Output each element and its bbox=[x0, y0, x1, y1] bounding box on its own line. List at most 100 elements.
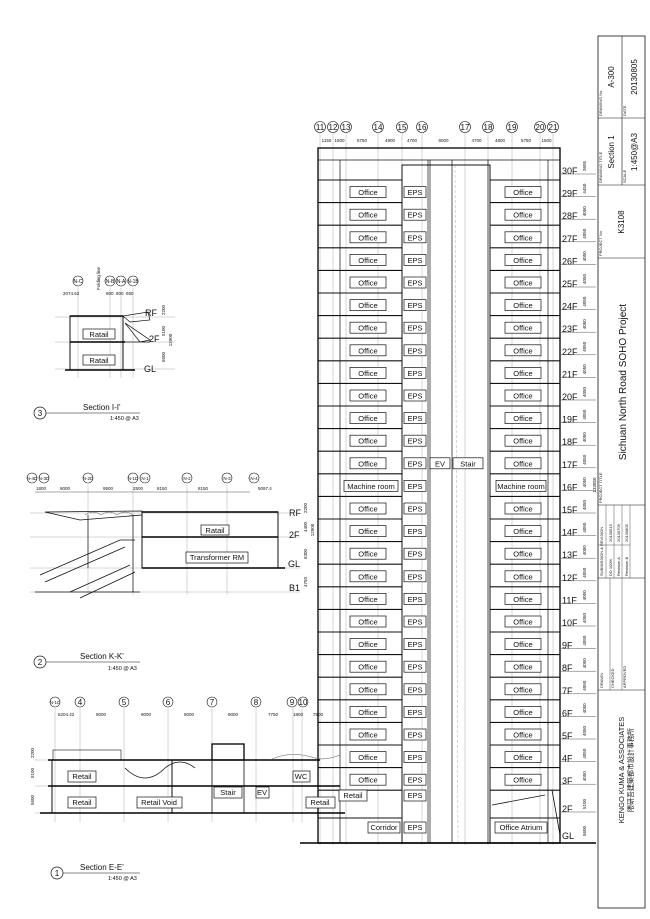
level-label: 12F bbox=[562, 573, 578, 583]
dimension: 9000 bbox=[60, 486, 71, 491]
project-title: Sichuan North Road SOHO Project bbox=[618, 304, 629, 460]
level-label: GL bbox=[288, 559, 300, 569]
dimension: 4400 bbox=[303, 521, 308, 532]
grid-bubble: N-1D bbox=[128, 476, 139, 481]
room-label: EPS bbox=[407, 618, 422, 627]
room-box bbox=[349, 547, 387, 560]
grid-bubble: 7 bbox=[210, 698, 215, 707]
room-box bbox=[452, 457, 484, 470]
room-box bbox=[403, 638, 427, 650]
level-label: 16F bbox=[562, 482, 578, 492]
room-box bbox=[349, 638, 387, 650]
grid-bubble: 9 bbox=[290, 698, 295, 707]
section-scale: 1:450 @ A3 bbox=[110, 416, 139, 422]
atrium-glazing bbox=[491, 789, 561, 836]
grid-bubble: N-1 bbox=[141, 476, 149, 481]
room-label: EPS bbox=[407, 663, 422, 672]
room-box bbox=[504, 615, 542, 628]
room-label: EPS bbox=[407, 188, 422, 197]
room-label: Office bbox=[358, 685, 377, 694]
dimension: 5750 bbox=[521, 138, 532, 143]
room-label: Office bbox=[513, 279, 532, 288]
level-label: 7F bbox=[562, 686, 573, 696]
drawing-title-label: DRAWING TITLE bbox=[598, 152, 603, 183]
grid-bubble: N-2 bbox=[183, 476, 191, 481]
room-label: EPS bbox=[407, 685, 422, 694]
room-box bbox=[403, 502, 427, 515]
room-box bbox=[349, 751, 387, 763]
room-box bbox=[367, 821, 401, 834]
dimension: 800 bbox=[116, 291, 124, 296]
room-label: Office bbox=[358, 256, 377, 265]
dimension: 4050 bbox=[582, 703, 587, 714]
grid-bubble: N-3 bbox=[223, 476, 231, 481]
room-box bbox=[349, 412, 387, 424]
room-label: Office bbox=[513, 392, 532, 401]
dimension: 1500 bbox=[334, 138, 345, 143]
grid-bubble: 8 bbox=[254, 698, 259, 707]
grid-bubble: N-1B bbox=[127, 279, 139, 285]
grid-bubble: 14 bbox=[374, 123, 383, 132]
room-label: Office bbox=[513, 459, 532, 468]
level-label: 2F bbox=[289, 530, 300, 540]
scale: 1:450@A3 bbox=[630, 132, 639, 170]
drawn-label: DRAWN bbox=[599, 673, 604, 688]
room-box bbox=[504, 412, 542, 424]
grid-bubble: N-4 bbox=[250, 476, 258, 481]
revision-name: Revision A bbox=[616, 557, 621, 576]
room-label: Retail bbox=[72, 798, 92, 807]
room-label: Office bbox=[358, 708, 377, 717]
room-box bbox=[349, 344, 387, 357]
room-label: EPS bbox=[407, 595, 422, 604]
dimension: 4700 bbox=[407, 138, 418, 143]
dimension: 4050 bbox=[582, 748, 587, 759]
room-label: EPS bbox=[407, 823, 422, 832]
room-label: EPS bbox=[407, 776, 422, 785]
date-label: DATE bbox=[622, 105, 627, 116]
room-box bbox=[349, 389, 387, 402]
room-label: EPS bbox=[407, 791, 422, 800]
room-label: EPS bbox=[407, 731, 422, 740]
room-label: Office bbox=[513, 211, 532, 220]
grid-bubble: 16 bbox=[418, 123, 427, 132]
grid-bubble: 15 bbox=[398, 123, 407, 132]
room-box bbox=[403, 751, 427, 763]
room-box bbox=[504, 344, 542, 357]
section-i-i: N-C N-B N-A N-1B Folding line 2074.62 80… bbox=[33, 266, 175, 422]
grid-bubble: 21 bbox=[549, 123, 558, 132]
dimension: 5100 bbox=[161, 325, 166, 336]
room-label: Office bbox=[513, 640, 532, 649]
room-box bbox=[349, 593, 387, 605]
dimension: 4050 bbox=[582, 725, 587, 736]
room-box bbox=[504, 186, 542, 198]
dimension: 2074.62 bbox=[63, 291, 80, 296]
room-box bbox=[429, 457, 451, 470]
dimension: 4750 bbox=[303, 576, 308, 587]
room-box bbox=[504, 208, 542, 221]
level-label: 24F bbox=[562, 302, 578, 312]
approved-label: APPROVED bbox=[622, 666, 627, 688]
room-box bbox=[349, 321, 387, 334]
dimension-total: 12900 bbox=[168, 333, 173, 346]
dimension: 3605 bbox=[582, 160, 587, 171]
level-label: 17F bbox=[562, 460, 578, 470]
company-name-chinese: 隈研吾建築都市設計事務所 bbox=[626, 728, 635, 812]
level-label: 29F bbox=[562, 189, 578, 199]
room-box bbox=[349, 276, 387, 289]
room-box bbox=[403, 728, 427, 741]
folding-line-label: Folding line bbox=[96, 266, 101, 290]
level-label: 27F bbox=[562, 234, 578, 244]
section-title: Section E-E' bbox=[80, 863, 124, 872]
dimension: 800 bbox=[106, 291, 114, 296]
room-box bbox=[403, 547, 427, 560]
room-label: Office bbox=[358, 572, 377, 581]
room-box bbox=[403, 299, 427, 311]
room-box bbox=[504, 457, 542, 470]
room-box bbox=[504, 434, 542, 447]
room-box bbox=[349, 525, 387, 537]
section-title: Section I-I' bbox=[83, 403, 121, 412]
level-label: 18F bbox=[562, 437, 578, 447]
room-box bbox=[403, 389, 427, 402]
room-box bbox=[403, 480, 427, 492]
grid-bubbles: N-1C 4 5 6 7 8 9 10 bbox=[49, 696, 309, 708]
